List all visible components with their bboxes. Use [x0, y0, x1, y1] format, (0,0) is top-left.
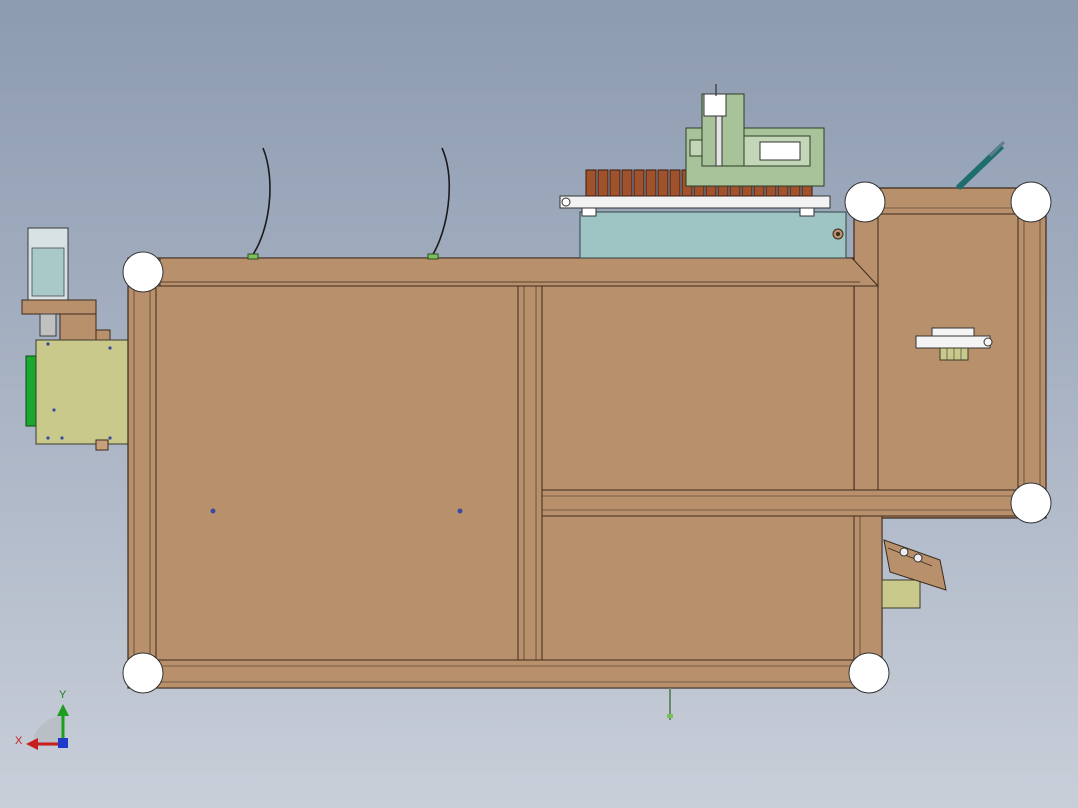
left-drive-plate	[25, 339, 129, 451]
cable-2	[431, 147, 451, 257]
y-axis-label: Y	[59, 689, 67, 701]
x-axis-label: X	[15, 735, 23, 747]
rail-bottom	[127, 659, 883, 689]
stepper-motor-assembly	[21, 227, 111, 345]
terminal-feed-mechanism	[559, 84, 847, 259]
panel-lower-right	[541, 515, 855, 661]
cables	[247, 147, 451, 260]
pneumatic-nozzle	[955, 140, 1006, 191]
motor-coupling	[39, 313, 57, 337]
main-frame	[127, 187, 1047, 689]
press-head	[703, 93, 727, 117]
panel-upper-right	[541, 285, 855, 491]
rail-horizontal	[541, 489, 1021, 517]
caster	[122, 652, 164, 694]
divider-vertical	[517, 285, 543, 661]
coordinate-triad: Y X	[15, 689, 69, 750]
caster	[1010, 482, 1052, 524]
lower-right-bracket	[881, 539, 947, 609]
screw-hole	[210, 508, 216, 514]
air-cylinder	[915, 327, 993, 361]
panel-left	[155, 285, 519, 661]
base-block	[579, 211, 847, 259]
casters	[122, 181, 1052, 694]
cable-1	[251, 147, 271, 257]
caster	[844, 181, 886, 223]
caster	[122, 251, 164, 293]
caster	[848, 652, 890, 694]
caster	[1010, 181, 1052, 223]
screw-hole	[457, 508, 463, 514]
